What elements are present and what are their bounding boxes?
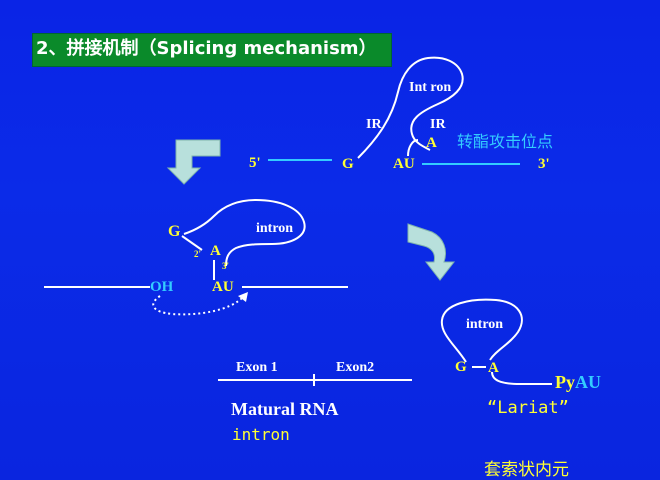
branch-annotation: 转酯攻击位点	[457, 132, 554, 151]
matural-rna-label: Matural RNA	[231, 399, 339, 419]
oh-label: OH	[150, 279, 174, 295]
arrow-step2-down-icon	[407, 223, 456, 281]
three-prime-label-step2: 3'	[222, 261, 230, 271]
exon1-label: Exon 1	[236, 360, 278, 375]
ir-left-label: IR	[366, 117, 382, 132]
a-label-lariat: A	[488, 360, 499, 376]
ir-right-label: IR	[430, 117, 446, 132]
g-label-step2: G	[168, 223, 181, 240]
a-label-step2: A	[210, 243, 221, 259]
three-prime-label: 3'	[538, 156, 550, 172]
nucleophilic-attack-arrow	[152, 295, 245, 316]
slide-title: 2、拼接机制（Splicing mechanism）	[36, 38, 377, 59]
title-box	[32, 33, 392, 67]
two-prime-label: 2'	[194, 249, 202, 259]
intron-loop-step1	[357, 56, 464, 159]
intron-note-label: intron	[232, 425, 290, 444]
au-connector	[407, 139, 419, 157]
g-a-bond	[181, 235, 203, 251]
au-label-step2: AU	[212, 279, 234, 295]
arrow-step1-down-icon	[166, 139, 221, 185]
exon2-label: Exon2	[336, 360, 375, 375]
intron-loop-step2	[183, 198, 306, 267]
lariat-cn-label: 套索状内元	[484, 460, 569, 480]
attack-arrowhead-icon	[238, 292, 248, 302]
lariat-loop	[440, 298, 523, 363]
intron-label-step2: intron	[256, 221, 294, 236]
lariat-tail	[491, 371, 552, 385]
pyau-py: Py	[555, 372, 575, 392]
au-label-step1: AU	[393, 156, 415, 172]
intron-label-lariat: intron	[466, 317, 504, 332]
pyau-label: PyAU	[555, 373, 601, 391]
intron-label-step1: Int ron	[409, 80, 452, 95]
g-label-lariat: G	[455, 359, 467, 375]
five-prime-label: 5'	[249, 155, 261, 171]
branch-a-label: A	[426, 135, 437, 151]
pyau-au: AU	[575, 372, 601, 392]
lariat-label: “Lariat”	[487, 398, 569, 418]
g-label-step1: G	[342, 156, 354, 172]
